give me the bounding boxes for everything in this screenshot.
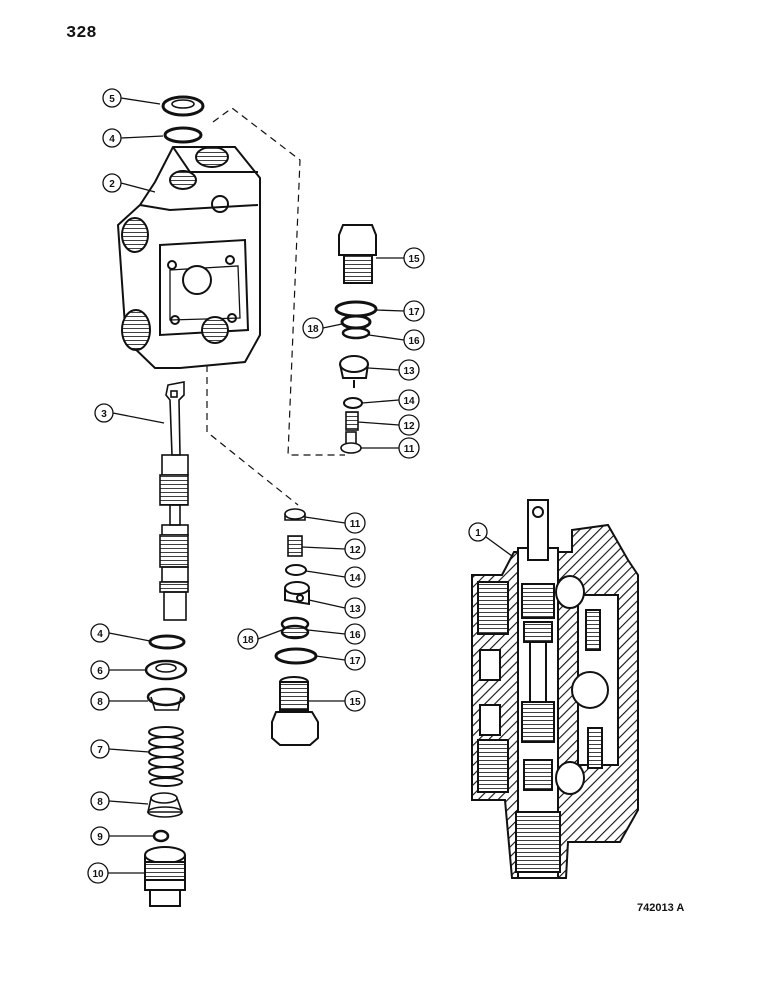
o-ring-4-top [163, 126, 203, 144]
ring-16-lower [280, 616, 310, 640]
callout-8-lower: 8 [90, 791, 149, 811]
callout-11-lower: 11 [304, 512, 366, 534]
callouts: 5 4 2 3 4 6 8 7 [87, 88, 513, 884]
poppet-13-lower [284, 581, 310, 606]
spring-seat-8-lower [147, 792, 184, 818]
callout-label: 11 [404, 444, 415, 455]
callout-label: 12 [403, 421, 415, 432]
callout-8-upper: 8 [90, 691, 148, 711]
callout-label: 9 [97, 832, 103, 843]
pin-11-upper [340, 431, 362, 454]
poppet-13-upper [339, 355, 369, 388]
callout-17-upper: 17 [375, 300, 425, 322]
callout-12-lower: 12 [301, 538, 366, 560]
callout-label: 5 [109, 94, 115, 105]
callout-13-upper: 13 [367, 359, 420, 381]
page-number: 328 [66, 24, 97, 43]
spring-12-lower [287, 535, 303, 557]
o-ring-17-upper [334, 300, 378, 318]
callout-label: 17 [408, 307, 420, 318]
callout-13-lower: 13 [308, 597, 366, 619]
callout-label: 18 [242, 635, 254, 646]
spool-3 [159, 381, 189, 621]
callout-label: 16 [349, 630, 361, 641]
callout-label: 8 [97, 697, 103, 708]
figure-code: 742013 A [637, 902, 685, 914]
callout-16-lower: 16 [307, 623, 366, 645]
callout-4: 4 [102, 128, 164, 148]
callout-5: 5 [102, 88, 161, 108]
washer-6 [144, 659, 188, 681]
plug-15-lower [271, 676, 319, 746]
callout-1: 1 [468, 522, 513, 557]
callout-label: 10 [92, 869, 104, 880]
valve-body-2 [116, 146, 261, 369]
callout-label: 8 [97, 797, 103, 808]
callout-label: 1 [475, 528, 481, 539]
callout-7: 7 [90, 739, 150, 759]
callout-label: 4 [109, 134, 115, 145]
o-ring-17-lower [274, 647, 318, 665]
callout-9: 9 [90, 826, 153, 846]
callout-label: 18 [307, 324, 319, 335]
callout-18-lower: 18 [237, 628, 283, 650]
callout-label: 11 [350, 519, 361, 530]
callout-label: 14 [403, 396, 415, 407]
callout-label: 14 [349, 573, 361, 584]
backup-ring-18-upper [340, 314, 372, 330]
plug-15-upper [338, 224, 377, 284]
callout-2: 2 [102, 173, 156, 193]
callout-label: 12 [349, 545, 361, 556]
alignment-dashed-lines [206, 107, 345, 506]
callout-6: 6 [90, 660, 146, 680]
callout-4-lower: 4 [90, 623, 151, 643]
seal-ring-5 [161, 95, 205, 117]
callout-label: 15 [408, 254, 420, 265]
callout-3: 3 [94, 403, 165, 424]
spring-12-upper [345, 411, 359, 431]
callout-label: 7 [97, 745, 103, 756]
callout-18-upper: 18 [302, 317, 343, 339]
spring-seat-8-upper [146, 687, 186, 711]
callout-17-lower: 17 [315, 649, 366, 671]
cap-10 [144, 846, 186, 907]
callout-16-upper: 16 [368, 329, 425, 351]
o-ring-14-lower [285, 564, 307, 576]
o-ring-14-upper [343, 397, 363, 409]
valve-cross-section-1 [471, 499, 639, 879]
callout-14-upper: 14 [361, 389, 420, 411]
callout-label: 13 [349, 604, 361, 615]
callout-14-lower: 14 [305, 566, 366, 588]
callout-label: 13 [403, 366, 415, 377]
o-ring-4-lower [148, 634, 186, 650]
callout-label: 15 [349, 697, 361, 708]
callout-12-upper: 12 [357, 414, 420, 436]
callout-label: 4 [97, 629, 103, 640]
callout-10: 10 [87, 862, 145, 884]
callout-label: 17 [349, 656, 361, 667]
callout-label: 3 [101, 409, 107, 420]
clip-9 [152, 829, 170, 843]
callout-11-upper: 11 [361, 437, 420, 459]
spring-7 [148, 726, 184, 787]
callout-15-upper: 15 [376, 247, 425, 269]
callout-15-lower: 15 [308, 690, 366, 712]
callout-label: 6 [97, 666, 103, 677]
callout-label: 16 [408, 336, 420, 347]
pin-11-lower [284, 508, 306, 521]
ring-16-upper [341, 326, 371, 340]
callout-label: 2 [109, 179, 115, 190]
